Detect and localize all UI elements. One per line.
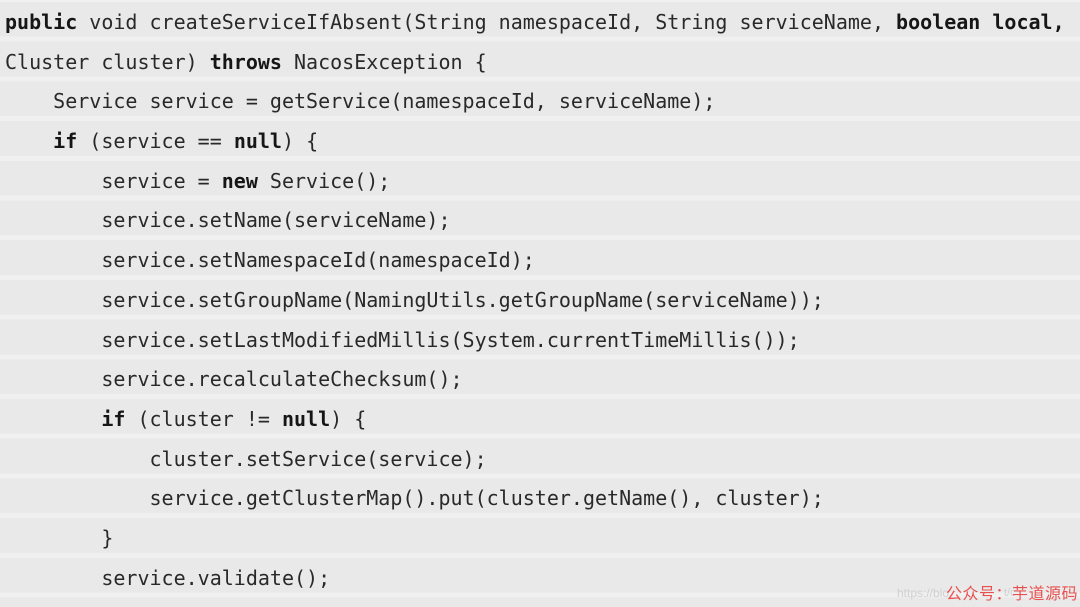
code-keyword-segment: if xyxy=(53,129,78,154)
code-keyword-segment: boolean local, xyxy=(896,10,1065,34)
code-text-segment: service.setNamespaceId(namespaceId); xyxy=(5,248,535,273)
code-keyword-segment: null xyxy=(281,406,331,431)
code-text-segment: service.setLastModifiedMillis(System.cur… xyxy=(5,327,800,352)
code-text-segment: service.setName(serviceName); xyxy=(5,208,451,233)
code-line: service.setNamespaceId(namespaceId); xyxy=(5,241,1080,281)
code-line: service.getClusterMap().put(cluster.getN… xyxy=(5,479,1080,519)
code-line: service.setGroupName(NamingUtils.getGrou… xyxy=(5,281,1080,321)
code-text-segment: NacosException { xyxy=(281,49,487,74)
code-text-segment xyxy=(5,407,101,431)
code-line: service.setName(serviceName); xyxy=(5,201,1080,241)
code-text-segment: cluster.setService(service); xyxy=(5,446,487,471)
code-line: cluster.setService(service); xyxy=(5,440,1080,480)
code-text-segment: service = xyxy=(5,168,222,193)
code-text-segment: } xyxy=(5,525,114,550)
code-line: service = new Service(); xyxy=(5,162,1080,202)
code-text-segment: (cluster != xyxy=(125,406,282,431)
code-keyword-segment: null xyxy=(233,129,282,154)
code-text-segment: service.recalculateChecksum(); xyxy=(5,367,463,392)
code-line: public void createServiceIfAbsent(String… xyxy=(5,3,1080,43)
code-keyword-segment: new xyxy=(221,168,258,193)
code-line: } xyxy=(5,519,1080,559)
code-text-segment: ) { xyxy=(281,129,319,154)
code-line: service.validate(); xyxy=(5,559,1080,599)
code-text-segment: service.getClusterMap().put(cluster.getN… xyxy=(5,486,824,511)
code-keyword-segment: throws xyxy=(209,49,282,74)
code-text-segment: service.setGroupName(NamingUtils.getGrou… xyxy=(5,287,824,312)
code-keyword-segment: if xyxy=(101,406,126,431)
code-text-segment: service.validate(); xyxy=(5,565,331,590)
code-line: Service service = getService(namespaceId… xyxy=(5,82,1080,122)
code-keyword-segment: public xyxy=(5,10,78,34)
code-text-segment: void createServiceIfAbsent(String namesp… xyxy=(77,10,897,34)
code-text-segment: Service service = getService(namespaceId… xyxy=(5,89,716,114)
code-text-segment: Service(); xyxy=(257,168,391,193)
code-line: Cluster cluster) throws NacosException { xyxy=(5,43,1080,83)
code-line: if (cluster != null) { xyxy=(5,400,1080,440)
code-text-segment: Cluster cluster) xyxy=(5,49,210,74)
code-line: if (service == null) { xyxy=(5,122,1080,162)
code-text-segment xyxy=(5,129,53,153)
code-text-segment: ) { xyxy=(330,406,367,431)
code-text-segment: (service == xyxy=(77,129,234,154)
code-line: service.recalculateChecksum(); xyxy=(5,360,1080,400)
code-line: service.setLastModifiedMillis(System.cur… xyxy=(5,321,1080,361)
